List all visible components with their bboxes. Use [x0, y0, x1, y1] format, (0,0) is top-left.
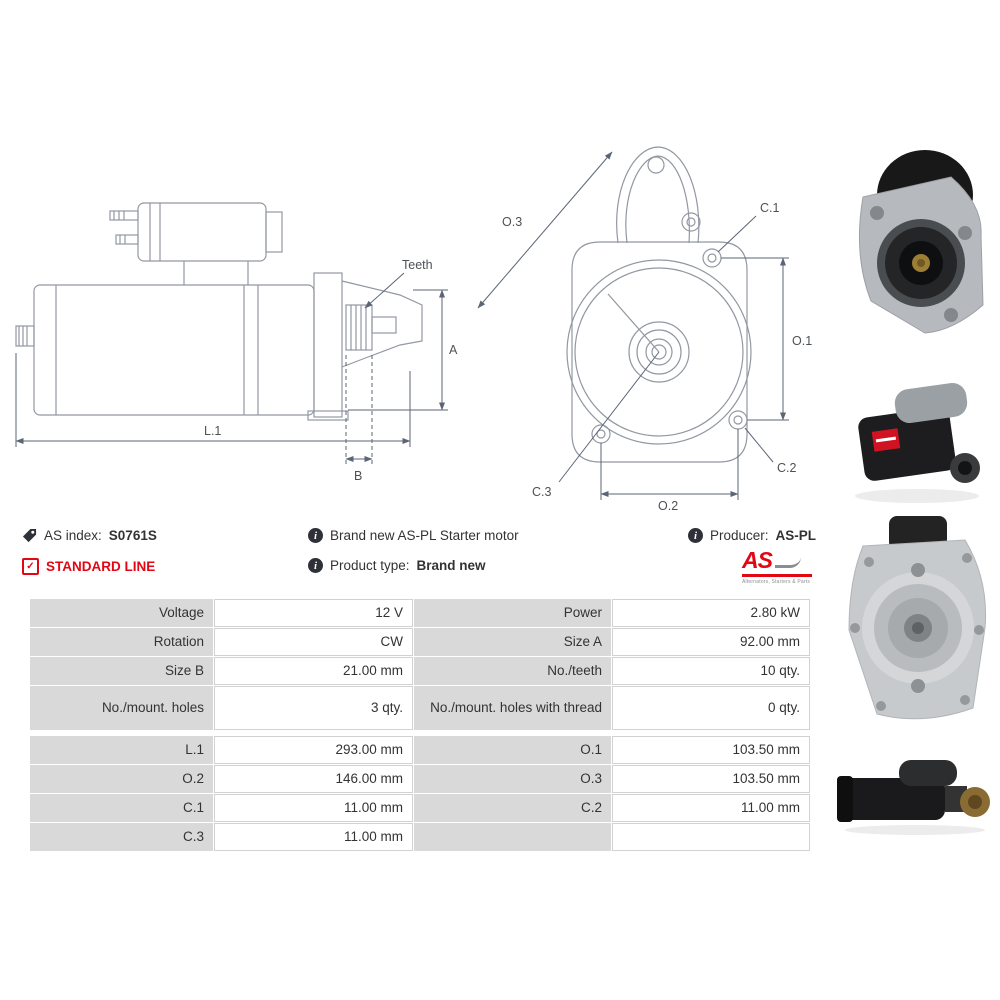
tag-icon	[22, 528, 37, 543]
spec-label: Power	[414, 599, 611, 627]
spec-value: 293.00 mm	[214, 736, 413, 764]
producer: i Producer: AS-PL	[688, 528, 816, 543]
dim-label-c3: C.3	[532, 485, 552, 499]
front-view-drawing: O.3 C.1 O.1 C.2 C.3 O.2	[477, 146, 812, 513]
table-row: Rotation CW Size A 92.00 mm	[30, 628, 811, 656]
table-row: Size B 21.00 mm No./teeth 10 qty.	[30, 657, 811, 685]
spec-value: 11.00 mm	[612, 794, 810, 822]
spec-label: O.1	[414, 736, 611, 764]
as-pl-logo: AS Alternators, Starters & Parts	[742, 547, 814, 585]
as-index-label: AS index:	[44, 528, 102, 543]
check-icon: ✓	[22, 558, 39, 575]
table-row: C.3 11.00 mm	[30, 823, 811, 851]
spec-value: 2.80 kW	[612, 599, 810, 627]
as-logo-underline	[742, 574, 812, 577]
dim-label-c1: C.1	[760, 201, 780, 215]
brand-new-note: i Brand new AS-PL Starter motor	[308, 528, 519, 543]
dim-label-a: A	[449, 343, 458, 357]
spec-label: No./teeth	[414, 657, 611, 685]
spec-value	[612, 823, 810, 851]
info-icon: i	[308, 558, 323, 573]
dim-label-o1: O.1	[792, 334, 812, 348]
table-row: No./mount. holes 3 qty. No./mount. holes…	[30, 686, 811, 730]
as-index-value: S0761S	[108, 528, 157, 543]
product-type: i Product type: Brand new	[308, 558, 486, 573]
spec-label: No./mount. holes	[30, 686, 213, 730]
spec-value: 103.50 mm	[612, 765, 810, 793]
spec-value: 11.00 mm	[214, 823, 413, 851]
table-row: L.1 293.00 mm O.1 103.50 mm	[30, 736, 811, 764]
spec-label: O.2	[30, 765, 213, 793]
dim-label-o2: O.2	[658, 499, 678, 513]
spec-value: 21.00 mm	[214, 657, 413, 685]
dim-label-teeth: Teeth	[402, 258, 433, 272]
brand-new-text: Brand new AS-PL Starter motor	[330, 528, 519, 543]
spec-label: C.1	[30, 794, 213, 822]
product-photo-starter-angled	[855, 382, 980, 503]
spec-label: Size B	[30, 657, 213, 685]
producer-label: Producer:	[710, 528, 769, 543]
standard-line-label: STANDARD LINE	[46, 559, 156, 574]
dim-label-c2: C.2	[777, 461, 797, 475]
standard-line: ✓ STANDARD LINE	[22, 558, 155, 575]
spec-label: C.2	[414, 794, 611, 822]
dim-label-b: B	[354, 469, 362, 483]
product-photo-starter-side	[837, 760, 990, 835]
dim-label-l1: L.1	[204, 424, 221, 438]
table-row: Voltage 12 V Power 2.80 kW	[30, 599, 811, 627]
spec-label: Rotation	[30, 628, 213, 656]
spec-value: 11.00 mm	[214, 794, 413, 822]
spec-label: No./mount. holes with thread	[414, 686, 611, 730]
as-logo-subtext: Alternators, Starters & Parts	[742, 579, 811, 585]
producer-value: AS-PL	[775, 528, 817, 543]
spec-label: L.1	[30, 736, 213, 764]
spec-label	[414, 823, 611, 851]
product-photo-flange-front	[848, 516, 987, 720]
as-index: AS index: S0761S	[22, 528, 157, 543]
spec-value: 92.00 mm	[612, 628, 810, 656]
spec-value: 10 qty.	[612, 657, 810, 685]
spec-value: 146.00 mm	[214, 765, 413, 793]
product-photo-flange-angled	[858, 150, 984, 334]
table-row: O.2 146.00 mm O.3 103.50 mm	[30, 765, 811, 793]
spec-label: Voltage	[30, 599, 213, 627]
spec-label: O.3	[414, 765, 611, 793]
dim-label-o3: O.3	[502, 215, 522, 229]
spec-label: C.3	[30, 823, 213, 851]
spec-value: 103.50 mm	[612, 736, 810, 764]
spec-value: 12 V	[214, 599, 413, 627]
spec-value: 3 qty.	[214, 686, 413, 730]
info-icon: i	[688, 528, 703, 543]
info-icon: i	[308, 528, 323, 543]
spec-label: Size A	[414, 628, 611, 656]
table-row: C.1 11.00 mm C.2 11.00 mm	[30, 794, 811, 822]
as-logo-swoosh-icon	[774, 557, 801, 568]
as-logo-text: AS	[742, 547, 773, 573]
product-type-label: Product type:	[330, 558, 410, 573]
side-view-drawing: Teeth A L.1 B	[15, 202, 458, 483]
spec-table: Voltage 12 V Power 2.80 kW Rotation CW S…	[30, 599, 811, 852]
spec-value: 0 qty.	[612, 686, 810, 730]
product-type-value: Brand new	[416, 558, 486, 573]
spec-value: CW	[214, 628, 413, 656]
